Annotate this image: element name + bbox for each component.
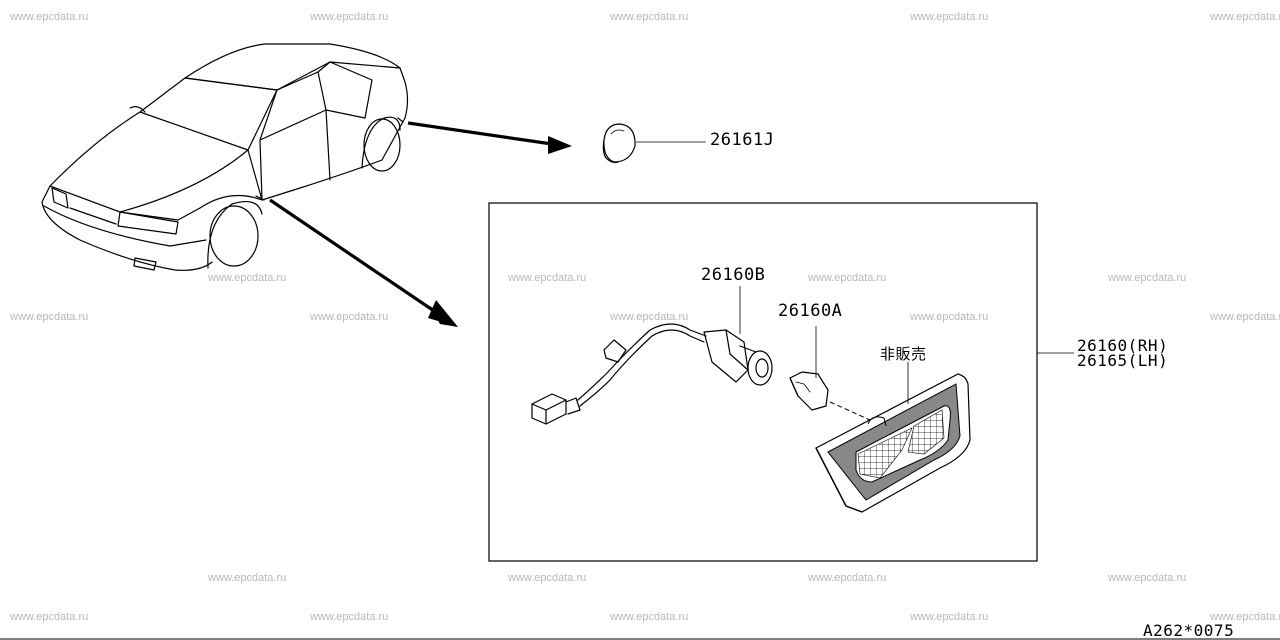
watermark: www.epcdata.ru xyxy=(910,311,989,323)
watermark: www.epcdata.ru xyxy=(208,572,287,584)
diagram-code: A262*0075 xyxy=(1143,621,1235,640)
bulb-part-26160a xyxy=(789,371,829,411)
assembly-dash-line xyxy=(829,401,871,421)
watermark: www.epcdata.ru xyxy=(808,572,887,584)
label-assembly-lh: 26165(LH) xyxy=(1077,351,1169,370)
watermark: www.epcdata.ru xyxy=(310,11,389,23)
watermark: www.epcdata.ru xyxy=(610,311,689,323)
label-26161j: 26161J xyxy=(710,130,775,150)
label-assembly-rh: 26160(RH) xyxy=(1077,336,1169,355)
watermark: www.epcdata.ru xyxy=(508,272,587,284)
label-not-for-sale: 非販売 xyxy=(880,345,927,363)
side-marker-lamp xyxy=(815,373,971,513)
watermark: www.epcdata.ru xyxy=(10,611,89,623)
arrow-to-side-lamp xyxy=(269,198,458,327)
watermark: www.epcdata.ru xyxy=(1108,572,1187,584)
watermark: www.epcdata.ru xyxy=(10,11,89,23)
label-26160b: 26160B xyxy=(701,265,766,285)
car-illustration xyxy=(41,43,409,271)
watermark: www.epcdata.ru xyxy=(1210,311,1280,323)
label-26160a: 26160A xyxy=(778,301,843,321)
watermark: www.epcdata.ru xyxy=(310,611,389,623)
watermark: www.epcdata.ru xyxy=(10,311,89,323)
watermark: www.epcdata.ru xyxy=(310,311,389,323)
watermark: www.epcdata.ru xyxy=(808,272,887,284)
watermark: www.epcdata.ru xyxy=(508,572,587,584)
harness-part-26160b xyxy=(531,323,773,425)
watermark: www.epcdata.ru xyxy=(910,611,989,623)
watermark: www.epcdata.ru xyxy=(1210,611,1280,623)
watermark: www.epcdata.ru xyxy=(208,272,287,284)
watermark: www.epcdata.ru xyxy=(1108,272,1187,284)
detail-box xyxy=(488,202,1038,562)
watermark: www.epcdata.ru xyxy=(910,11,989,23)
watermark: www.epcdata.ru xyxy=(610,11,689,23)
watermark: www.epcdata.ru xyxy=(610,611,689,623)
plug-part-26161j xyxy=(602,123,636,164)
watermark: www.epcdata.ru xyxy=(1210,11,1280,23)
arrow-to-rear-marker xyxy=(407,121,572,154)
